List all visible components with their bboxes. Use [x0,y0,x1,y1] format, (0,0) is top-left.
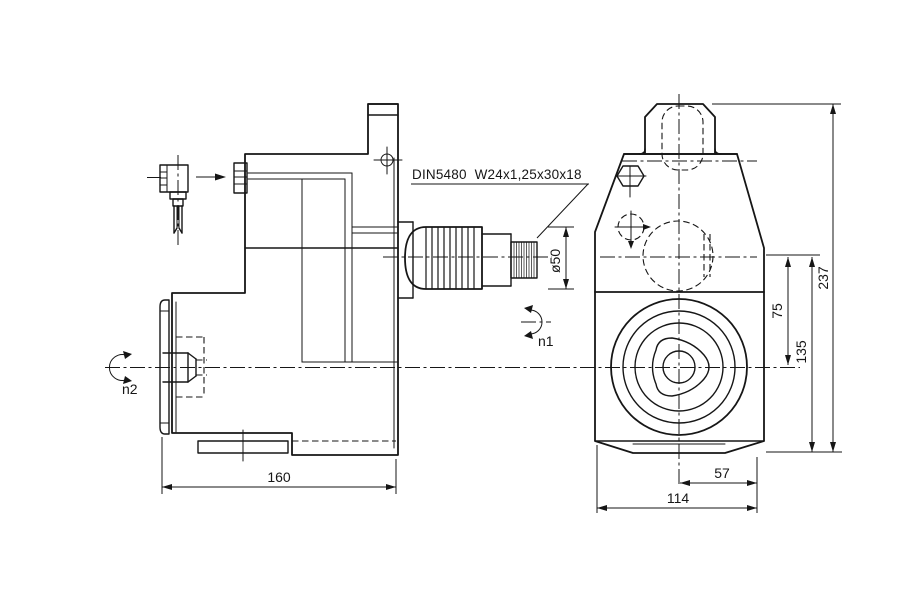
centerlines [105,94,800,487]
dim-diameter-label: ø50 [547,249,563,273]
side-view [159,103,538,462]
side-body-outline [171,103,399,456]
dim-160: 160 [161,437,397,494]
rotation-symbol-n2: n2 [109,351,138,397]
dim-135-label: 135 [793,340,809,364]
spline-teeth [513,242,535,278]
dim-57-label: 57 [714,465,730,481]
dim-160-label: 160 [267,469,291,485]
gerotor-rotor [610,298,748,436]
mounting-flange [159,299,177,435]
hidden-suction-bore [642,220,714,292]
port-fitting [233,162,248,194]
coupling-hub [162,336,207,398]
dim-75: 75 [769,257,791,365]
dim-57: 57 [680,457,758,513]
dim-237: 237 [712,103,842,453]
rotation-symbol-n1: n1 [521,305,554,349]
dim-237-label: 237 [815,266,831,290]
dimensions: ø50 160 237 135 [161,103,842,513]
spline-spec-annotation: DIN5480 W24x1,25x30x18 [411,167,589,239]
front-view [594,103,765,454]
mounting-foot-side [197,429,396,462]
pipe-fitting-plug [159,162,248,234]
spline-spec-label: DIN5480 W24x1,25x30x18 [412,167,582,182]
hex-plug [615,165,647,198]
front-body-outline [594,153,765,454]
rotor-shaft-hole [662,350,696,384]
internal-passages [244,157,399,449]
hidden-cap-bore [661,105,704,171]
trochoid-rotor [651,337,710,397]
splined-shaft [397,221,538,299]
n2-label: n2 [122,381,138,397]
dim-114-label: 114 [667,490,690,506]
dim-75-label: 75 [769,303,785,319]
dim-114: 114 [596,445,757,513]
hidden-ports [614,210,714,292]
dim-135: 135 [766,254,820,452]
thread-ribs [425,227,475,289]
n1-label: n1 [538,333,554,349]
dim-shaft-diameter: ø50 [547,226,574,290]
top-cap [638,103,722,171]
